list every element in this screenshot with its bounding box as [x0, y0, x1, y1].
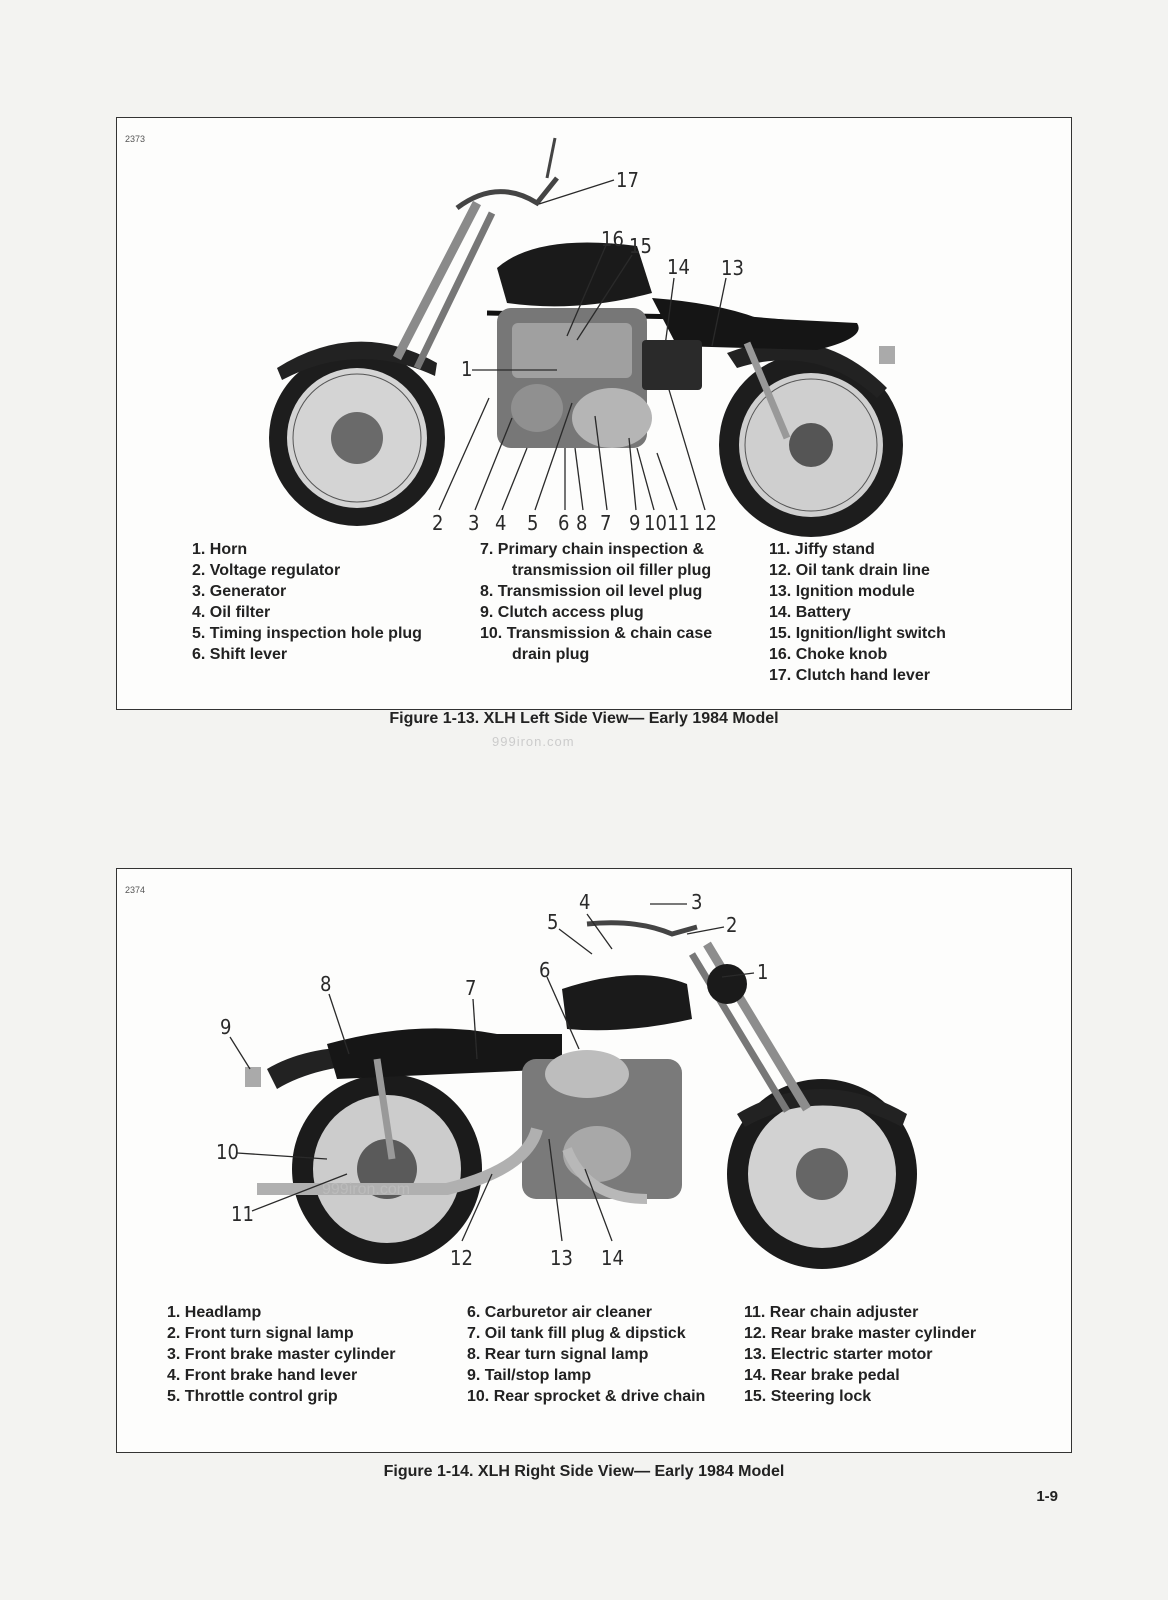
legend-item: 13. Electric starter motor [744, 1346, 933, 1363]
callout-17: 17 [616, 168, 639, 192]
legend-item: 5. Throttle control grip [167, 1388, 338, 1405]
callout-6: 6 [539, 958, 550, 982]
callout-8: 8 [320, 972, 331, 996]
legend-item: 2. Voltage regulator [192, 562, 341, 579]
callout-2: 2 [726, 913, 737, 937]
figure-1-13-callouts: 17 16 15 14 13 1 2 3 4 5 6 8 7 9 10 11 1… [432, 168, 744, 535]
callout-12: 12 [450, 1246, 473, 1270]
legend-item: 4. Oil filter [192, 604, 271, 621]
figure-number: 2373 [125, 134, 146, 144]
callout-7: 7 [600, 511, 611, 535]
figure-1-14: 2374 999iron.com [116, 868, 1072, 1453]
legend-item-continued: transmission oil filler plug [512, 562, 712, 579]
callout-12: 12 [694, 511, 717, 535]
legend-item: 1. Headlamp [167, 1304, 262, 1321]
callout-9: 9 [220, 1015, 231, 1039]
legend-item: 14. Battery [769, 604, 851, 621]
legend-item: 1. Horn [192, 541, 248, 558]
callout-8: 8 [576, 511, 587, 535]
legend-item: 14. Rear brake pedal [744, 1367, 900, 1384]
callout-11: 11 [667, 511, 690, 535]
legend-item: 6. Shift lever [192, 646, 288, 663]
legend-item: 8. Transmission oil level plug [480, 583, 703, 600]
photo-watermark: 999iron.com [322, 1181, 410, 1198]
legend-item: 15. Ignition/light switch [769, 625, 946, 642]
legend-item: 15. Steering lock [744, 1388, 872, 1405]
callout-5: 5 [547, 910, 558, 934]
watermark: 999iron.com [492, 734, 575, 749]
motorcycle-right-side-photo: 999iron.com [245, 920, 917, 1269]
legend-item: 6. Carburetor air cleaner [467, 1304, 652, 1321]
callout-15: 15 [629, 234, 652, 258]
callout-10: 10 [216, 1140, 239, 1164]
callout-4: 4 [579, 890, 590, 914]
legend-item: 17. Clutch hand lever [769, 667, 930, 684]
legend-item: 9. Tail/stop lamp [467, 1367, 592, 1384]
callout-6: 6 [558, 511, 569, 535]
legend-item: 7. Primary chain inspection & [480, 541, 705, 558]
legend-item: 5. Timing inspection hole plug [192, 625, 422, 642]
figure-number: 2374 [125, 885, 146, 895]
callout-1: 1 [757, 960, 768, 984]
legend-item: 10. Rear sprocket & drive chain [467, 1388, 706, 1405]
callout-14: 14 [601, 1246, 624, 1270]
callout-14: 14 [667, 255, 690, 279]
callout-2: 2 [432, 511, 443, 535]
figure-1-13-caption: Figure 1-13. XLH Left Side View— Early 1… [389, 710, 779, 727]
figure-1-13: 2373 [116, 117, 1072, 710]
legend-item: 12. Oil tank drain line [769, 562, 930, 579]
legend-item: 8. Rear turn signal lamp [467, 1346, 649, 1363]
legend-item-continued: drain plug [512, 646, 590, 663]
figure-1-14-caption: Figure 1-14. XLH Right Side View— Early … [383, 1463, 785, 1480]
legend-item: 2. Front turn signal lamp [167, 1325, 354, 1342]
callout-16: 16 [601, 227, 624, 251]
callout-4: 4 [495, 511, 506, 535]
callout-7: 7 [465, 976, 476, 1000]
legend-column-3: 11. Rear chain adjuster 12. Rear brake m… [744, 1302, 976, 1407]
legend-item: 11. Jiffy stand [769, 541, 875, 558]
callout-10: 10 [644, 511, 667, 535]
legend-item: 16. Choke knob [769, 646, 888, 663]
legend-column-2: 6. Carburetor air cleaner 7. Oil tank fi… [467, 1302, 705, 1407]
callout-11: 11 [231, 1202, 254, 1226]
legend-item: 13. Ignition module [769, 583, 915, 600]
legend-item: 12. Rear brake master cylinder [744, 1325, 977, 1342]
legend-item: 10. Transmission & chain case [480, 625, 713, 642]
legend-item: 3. Front brake master cylinder [167, 1346, 396, 1363]
legend-item: 3. Generator [192, 583, 287, 600]
legend-column-3: 11. Jiffy stand 12. Oil tank drain line … [769, 539, 946, 686]
callout-3: 3 [691, 890, 702, 914]
legend-item: 11. Rear chain adjuster [744, 1304, 919, 1321]
callout-13: 13 [550, 1246, 573, 1270]
legend-column-1: 1. Headlamp 2. Front turn signal lamp 3.… [167, 1302, 396, 1407]
legend-column-1: 1. Horn 2. Voltage regulator 3. Generato… [192, 539, 422, 665]
legend-item: 9. Clutch access plug [480, 604, 644, 621]
legend-item: 4. Front brake hand lever [167, 1367, 358, 1384]
figure-1-14-callouts: 4 3 5 2 1 6 8 7 9 10 11 12 13 14 [216, 890, 768, 1270]
callout-9: 9 [629, 511, 640, 535]
page-number: 1-9 [1036, 1488, 1058, 1505]
callout-5: 5 [527, 511, 538, 535]
motorcycle-left-side-photo [269, 137, 903, 537]
legend-column-2: 7. Primary chain inspection & transmissi… [480, 539, 712, 665]
legend-item: 7. Oil tank fill plug & dipstick [467, 1325, 686, 1342]
callout-1: 1 [461, 357, 472, 381]
callout-3: 3 [468, 511, 479, 535]
callout-13: 13 [721, 256, 744, 280]
